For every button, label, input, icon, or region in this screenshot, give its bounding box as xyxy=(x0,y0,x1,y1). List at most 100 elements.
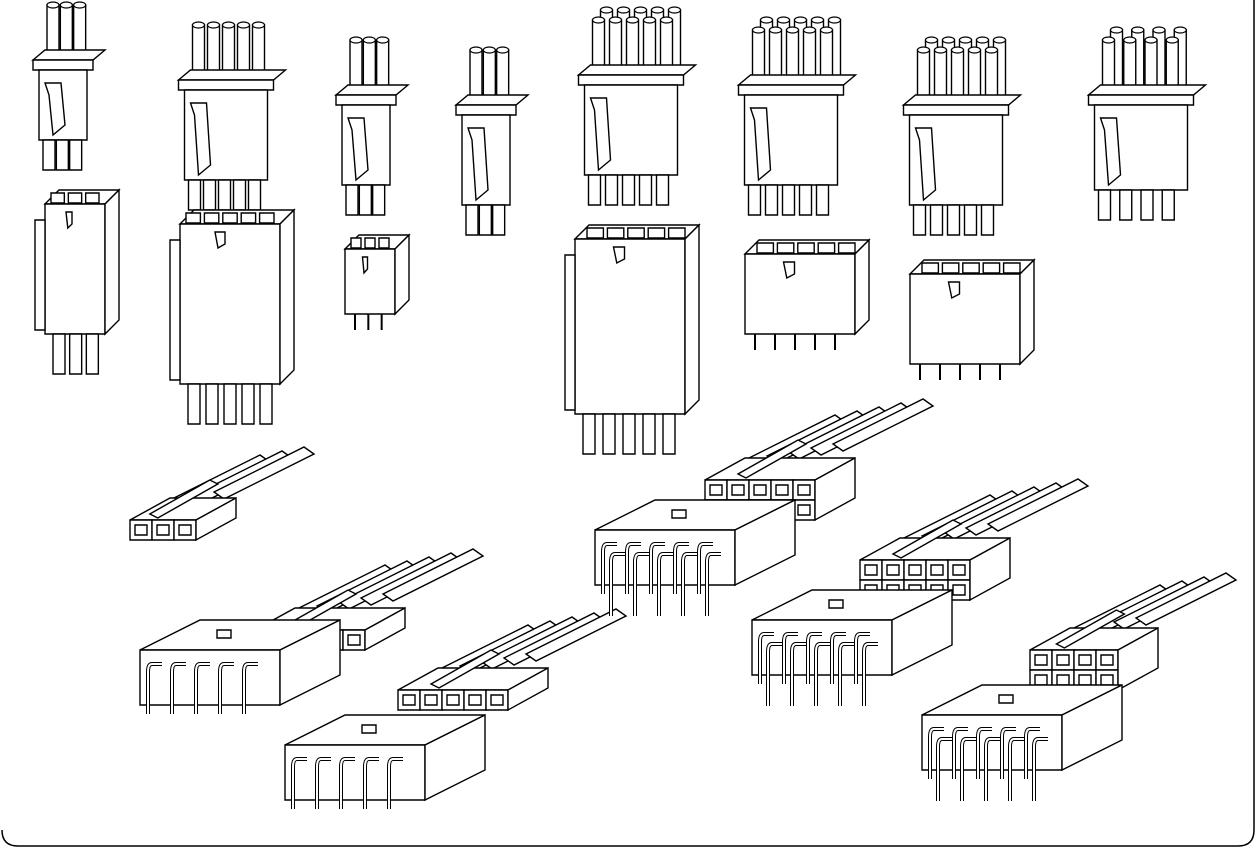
wire-end xyxy=(483,47,495,53)
pin-inner xyxy=(962,739,976,801)
terminal xyxy=(1099,190,1111,220)
cavity xyxy=(241,213,255,223)
cavity xyxy=(403,695,415,705)
wire-end xyxy=(1124,37,1136,43)
wire-end xyxy=(753,27,765,33)
wire-end xyxy=(47,2,59,8)
terminal xyxy=(43,140,55,170)
latch xyxy=(591,98,611,170)
wire-end xyxy=(74,2,86,8)
cavity xyxy=(1079,655,1091,665)
terminal xyxy=(219,180,231,210)
wire-end xyxy=(969,47,981,53)
terminal xyxy=(189,180,201,210)
pin-inner xyxy=(603,544,617,594)
housing-side xyxy=(685,225,699,414)
pin-inner xyxy=(1026,729,1040,779)
pin-inner xyxy=(635,554,649,616)
flange xyxy=(1089,85,1206,95)
pin-inner xyxy=(707,554,721,616)
pin-inner xyxy=(196,664,210,714)
cavity xyxy=(157,525,169,535)
wire xyxy=(224,384,236,424)
terminal xyxy=(931,205,943,235)
cavity xyxy=(798,485,810,495)
wire-end xyxy=(627,17,639,23)
housing-front xyxy=(910,274,1020,364)
latch-ramp xyxy=(363,257,368,273)
pin-inner xyxy=(864,644,878,706)
pin-inner xyxy=(341,759,355,809)
cavity xyxy=(204,213,218,223)
terminal xyxy=(373,185,385,215)
wire-end xyxy=(1145,37,1157,43)
wire-end xyxy=(363,37,375,43)
wire-end xyxy=(669,7,681,13)
terminal xyxy=(1141,190,1153,220)
wire-end xyxy=(1132,27,1144,33)
terminal xyxy=(800,185,812,215)
wire-end xyxy=(795,17,807,23)
latch xyxy=(738,440,806,478)
terminal xyxy=(1120,190,1132,220)
cavity xyxy=(469,695,481,705)
cavity xyxy=(223,213,237,223)
cavity xyxy=(135,525,147,535)
housing-front xyxy=(45,204,105,334)
wire-end xyxy=(977,37,989,43)
wire xyxy=(583,414,595,454)
cavity xyxy=(1101,675,1113,685)
wire xyxy=(663,414,675,454)
wire-end xyxy=(943,37,955,43)
terminal xyxy=(749,185,761,215)
wire xyxy=(643,414,655,454)
connector-plug-vertical xyxy=(579,7,696,205)
pin-inner xyxy=(389,759,403,809)
wire-end xyxy=(821,27,833,33)
wire-end xyxy=(829,17,841,23)
pin-inner xyxy=(699,544,713,594)
housing-side xyxy=(1118,628,1158,690)
cavity xyxy=(86,193,99,203)
cavity xyxy=(491,695,503,705)
wire-end xyxy=(60,2,72,8)
latch-ramp xyxy=(614,247,625,263)
cavity xyxy=(1035,655,1047,665)
cavity xyxy=(798,243,814,253)
pin-inner xyxy=(365,759,379,809)
cavity xyxy=(351,238,361,248)
housing-side xyxy=(425,715,485,800)
flange-front xyxy=(33,60,93,70)
housing-side xyxy=(196,498,236,540)
housing-side xyxy=(508,668,548,710)
flange xyxy=(336,85,408,95)
connector-header-vertical xyxy=(910,260,1034,380)
polarization-key xyxy=(829,600,843,608)
connector-plug-horizontal xyxy=(398,609,626,710)
wire-end xyxy=(193,22,205,28)
wire xyxy=(260,384,272,424)
wire-end xyxy=(952,47,964,53)
cavity xyxy=(1035,675,1047,685)
cavity xyxy=(798,505,810,515)
wire xyxy=(1136,573,1236,625)
housing-side xyxy=(855,240,869,334)
pin-inner xyxy=(293,759,307,809)
flange xyxy=(579,65,696,75)
connector-header-vertical xyxy=(345,235,409,330)
wire xyxy=(526,609,626,661)
wire-end xyxy=(804,27,816,33)
wire-end xyxy=(497,47,509,53)
terminal xyxy=(817,185,829,215)
wire-end xyxy=(610,17,622,23)
cavity xyxy=(587,228,603,238)
latch-ramp xyxy=(215,232,225,248)
latch xyxy=(1101,118,1121,185)
wire-end xyxy=(918,47,930,53)
pin-inner xyxy=(317,759,331,809)
cavity xyxy=(757,243,773,253)
wire-end xyxy=(812,17,824,23)
flange-front xyxy=(579,75,684,85)
wire-end xyxy=(644,17,656,23)
wire-end xyxy=(238,22,250,28)
